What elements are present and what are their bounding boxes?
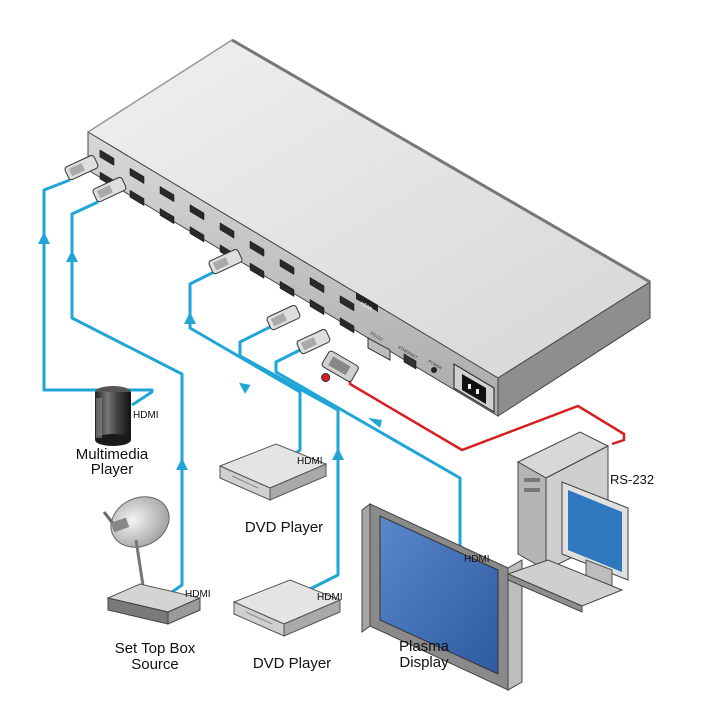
hdmi-port <box>189 204 205 221</box>
hdmi-port <box>279 280 295 298</box>
cable-rs232 <box>348 374 626 452</box>
hdmi-connector-icon <box>64 154 99 181</box>
arrow-icon <box>38 232 50 244</box>
plasma-hdmi-label: HDMI <box>464 554 490 565</box>
hdmi-connector-icon <box>208 248 243 275</box>
hdmi-port <box>189 226 205 243</box>
hdmi-port <box>159 207 175 225</box>
dvd-lower-hdmi-label: HDMI <box>317 592 343 603</box>
hdmi-port <box>249 240 265 257</box>
cable-dvd-lower <box>238 324 340 596</box>
plasma-display <box>361 503 523 691</box>
satellite-dish <box>102 496 170 593</box>
dvd-upper-label: DVD Player <box>245 519 323 536</box>
hdmi-port <box>159 185 175 203</box>
hdmi-connector-icon <box>266 304 301 331</box>
dvd-upper-hdmi-label: HDMI <box>297 456 323 467</box>
power-socket-icon <box>453 362 495 414</box>
settopbox-label-line1: Set Top Box <box>115 640 196 657</box>
dvd-player-lower <box>232 579 342 637</box>
rs232-label: RS-232 <box>610 472 654 487</box>
hdmi-port <box>129 189 145 207</box>
cable-settopbox <box>70 200 184 594</box>
hdmi-port <box>339 317 355 334</box>
hdmi-connector-icon <box>296 328 331 355</box>
hdmi-logo-text: HDMI <box>359 301 373 313</box>
db9-connector-icon <box>321 350 359 383</box>
hdmi-port <box>99 149 115 166</box>
computer <box>506 431 629 613</box>
arrow-icons <box>38 232 382 470</box>
rs232-port: RS-232 <box>367 331 391 361</box>
rs232-port-label: RS-232 <box>369 331 384 343</box>
hdmi-port <box>249 262 265 279</box>
dvd-lower-label: DVD Player <box>253 655 331 672</box>
multimedia-label-line1: Multimedia <box>76 446 149 463</box>
hdmi-port <box>129 167 145 185</box>
cable-multimedia <box>42 178 154 407</box>
cable-dvd-upper <box>188 270 302 458</box>
dvd-player-upper <box>218 443 328 501</box>
arrow-icon <box>332 448 344 460</box>
hdmi-port <box>309 298 325 316</box>
hdmi-port <box>339 295 355 312</box>
settopbox-hdmi-label: HDMI <box>185 589 211 600</box>
settopbox-label-line2: Source <box>131 656 179 673</box>
hdmi-port <box>279 258 295 276</box>
set-top-box <box>106 583 202 625</box>
plasma-label-line1: Plasma <box>399 638 450 655</box>
hdmi-cables <box>42 178 462 596</box>
hdmi-logo: HDMI <box>356 292 378 312</box>
hdmi-connector-icons <box>64 154 331 355</box>
hdmi-port <box>309 276 325 294</box>
plasma-label-line2: Display <box>399 654 449 671</box>
arrow-icon <box>368 418 382 428</box>
arrow-icon <box>184 312 196 324</box>
multimedia-label-line2: Player <box>91 461 134 478</box>
arrow-icon <box>66 250 78 262</box>
multimedia-hdmi-label: HDMI <box>133 410 159 421</box>
arrow-icon <box>176 458 188 470</box>
hdmi-port <box>219 222 235 239</box>
hdmi-connector-icon <box>92 176 127 203</box>
matrix-switcher: HDMI RS-232 ETHERNET POWER <box>87 38 651 417</box>
arrow-icon <box>239 382 251 394</box>
multimedia-player <box>95 386 131 446</box>
